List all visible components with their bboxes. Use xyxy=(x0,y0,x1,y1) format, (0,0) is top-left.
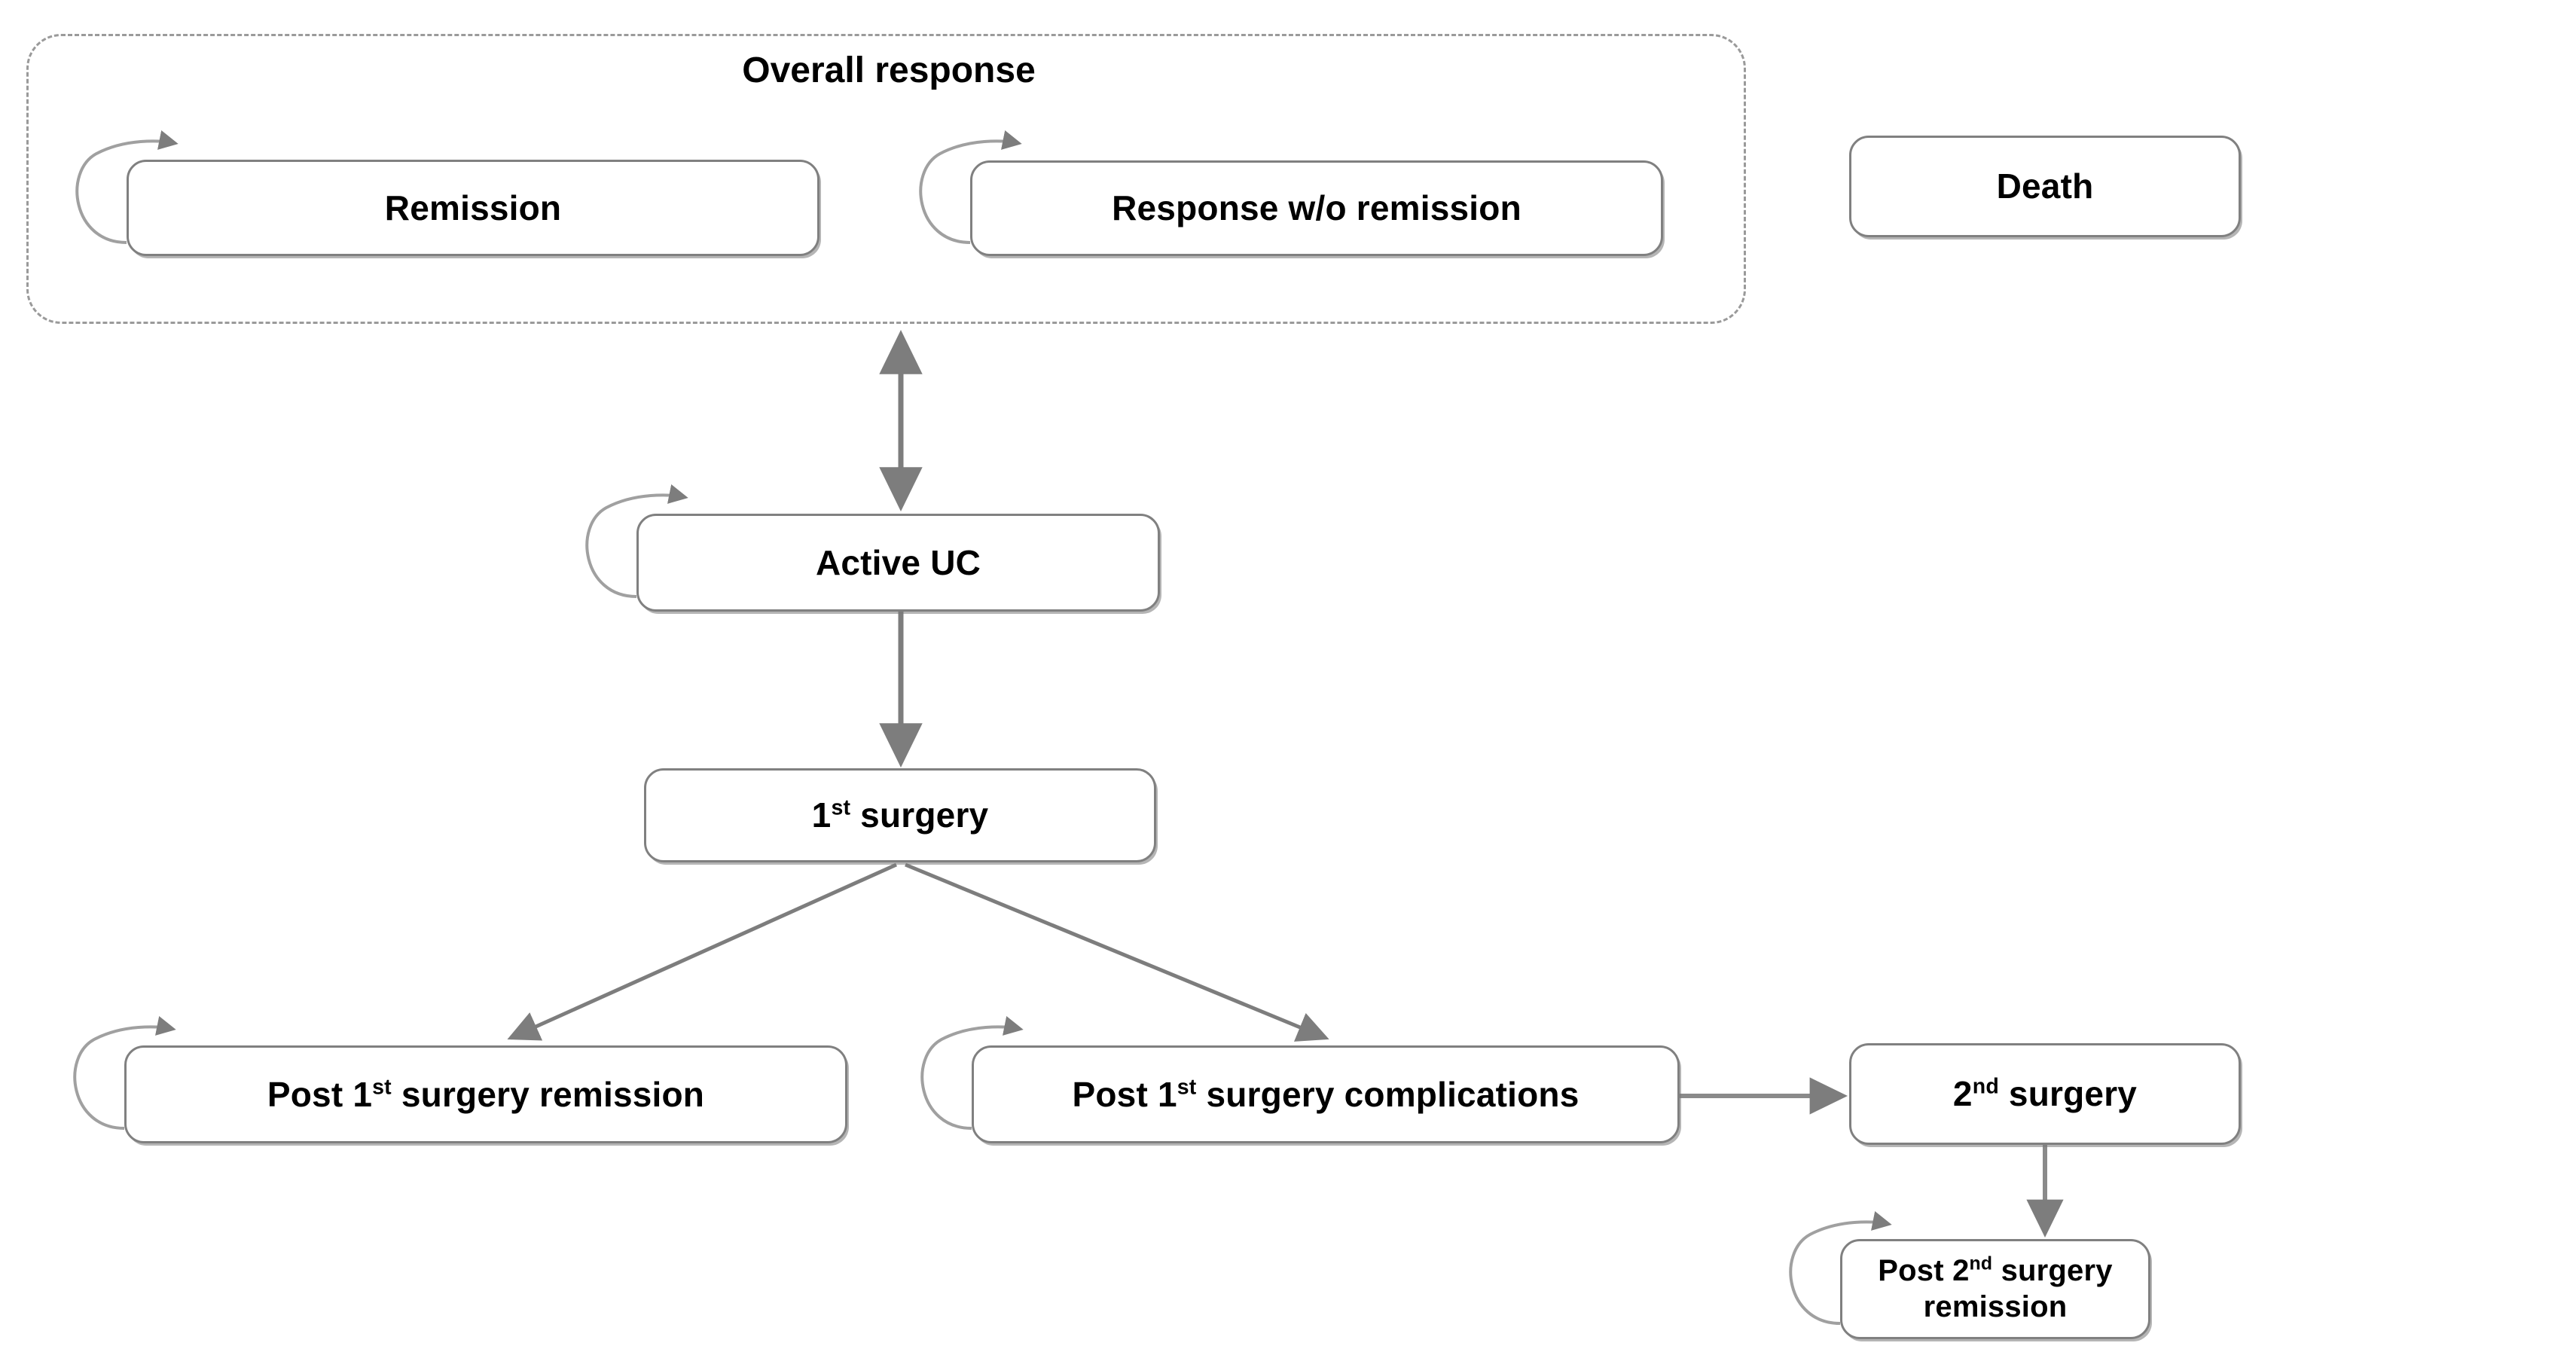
node-active-uc[interactable]: Active UC xyxy=(636,514,1160,612)
node-death-label: Death xyxy=(1996,166,2094,206)
node-first-surgery[interactable]: 1st surgery xyxy=(644,768,1156,862)
node-second-surgery-label: 2nd surgery xyxy=(1952,1074,2138,1114)
edge-first-surgery-post-remission xyxy=(507,862,898,1041)
node-post-first-surgery-remission[interactable]: Post 1st surgery remission xyxy=(124,1045,847,1143)
node-remission-label: Remission xyxy=(384,188,562,227)
node-post-first-surgery-complications-label: Post 1st surgery complications xyxy=(1072,1074,1579,1114)
node-active-uc-label: Active UC xyxy=(815,542,981,582)
node-second-surgery[interactable]: 2nd surgery xyxy=(1849,1043,2241,1145)
node-post-first-surgery-remission-label: Post 1st surgery remission xyxy=(267,1074,705,1114)
node-response-wo-remission-label: Response w/o remission xyxy=(1112,188,1521,228)
edge-first-surgery-post-complications xyxy=(905,862,1329,1042)
node-death[interactable]: Death xyxy=(1849,136,2241,237)
node-remission[interactable]: Remission xyxy=(127,160,819,256)
node-first-surgery-label: 1st surgery xyxy=(811,795,989,835)
overall-response-group-title: Overall response xyxy=(742,50,1036,90)
node-response-wo-remission[interactable]: Response w/o remission xyxy=(970,160,1663,256)
overall-response-group xyxy=(26,34,1746,324)
node-post-first-surgery-complications[interactable]: Post 1st surgery complications xyxy=(972,1045,1680,1143)
